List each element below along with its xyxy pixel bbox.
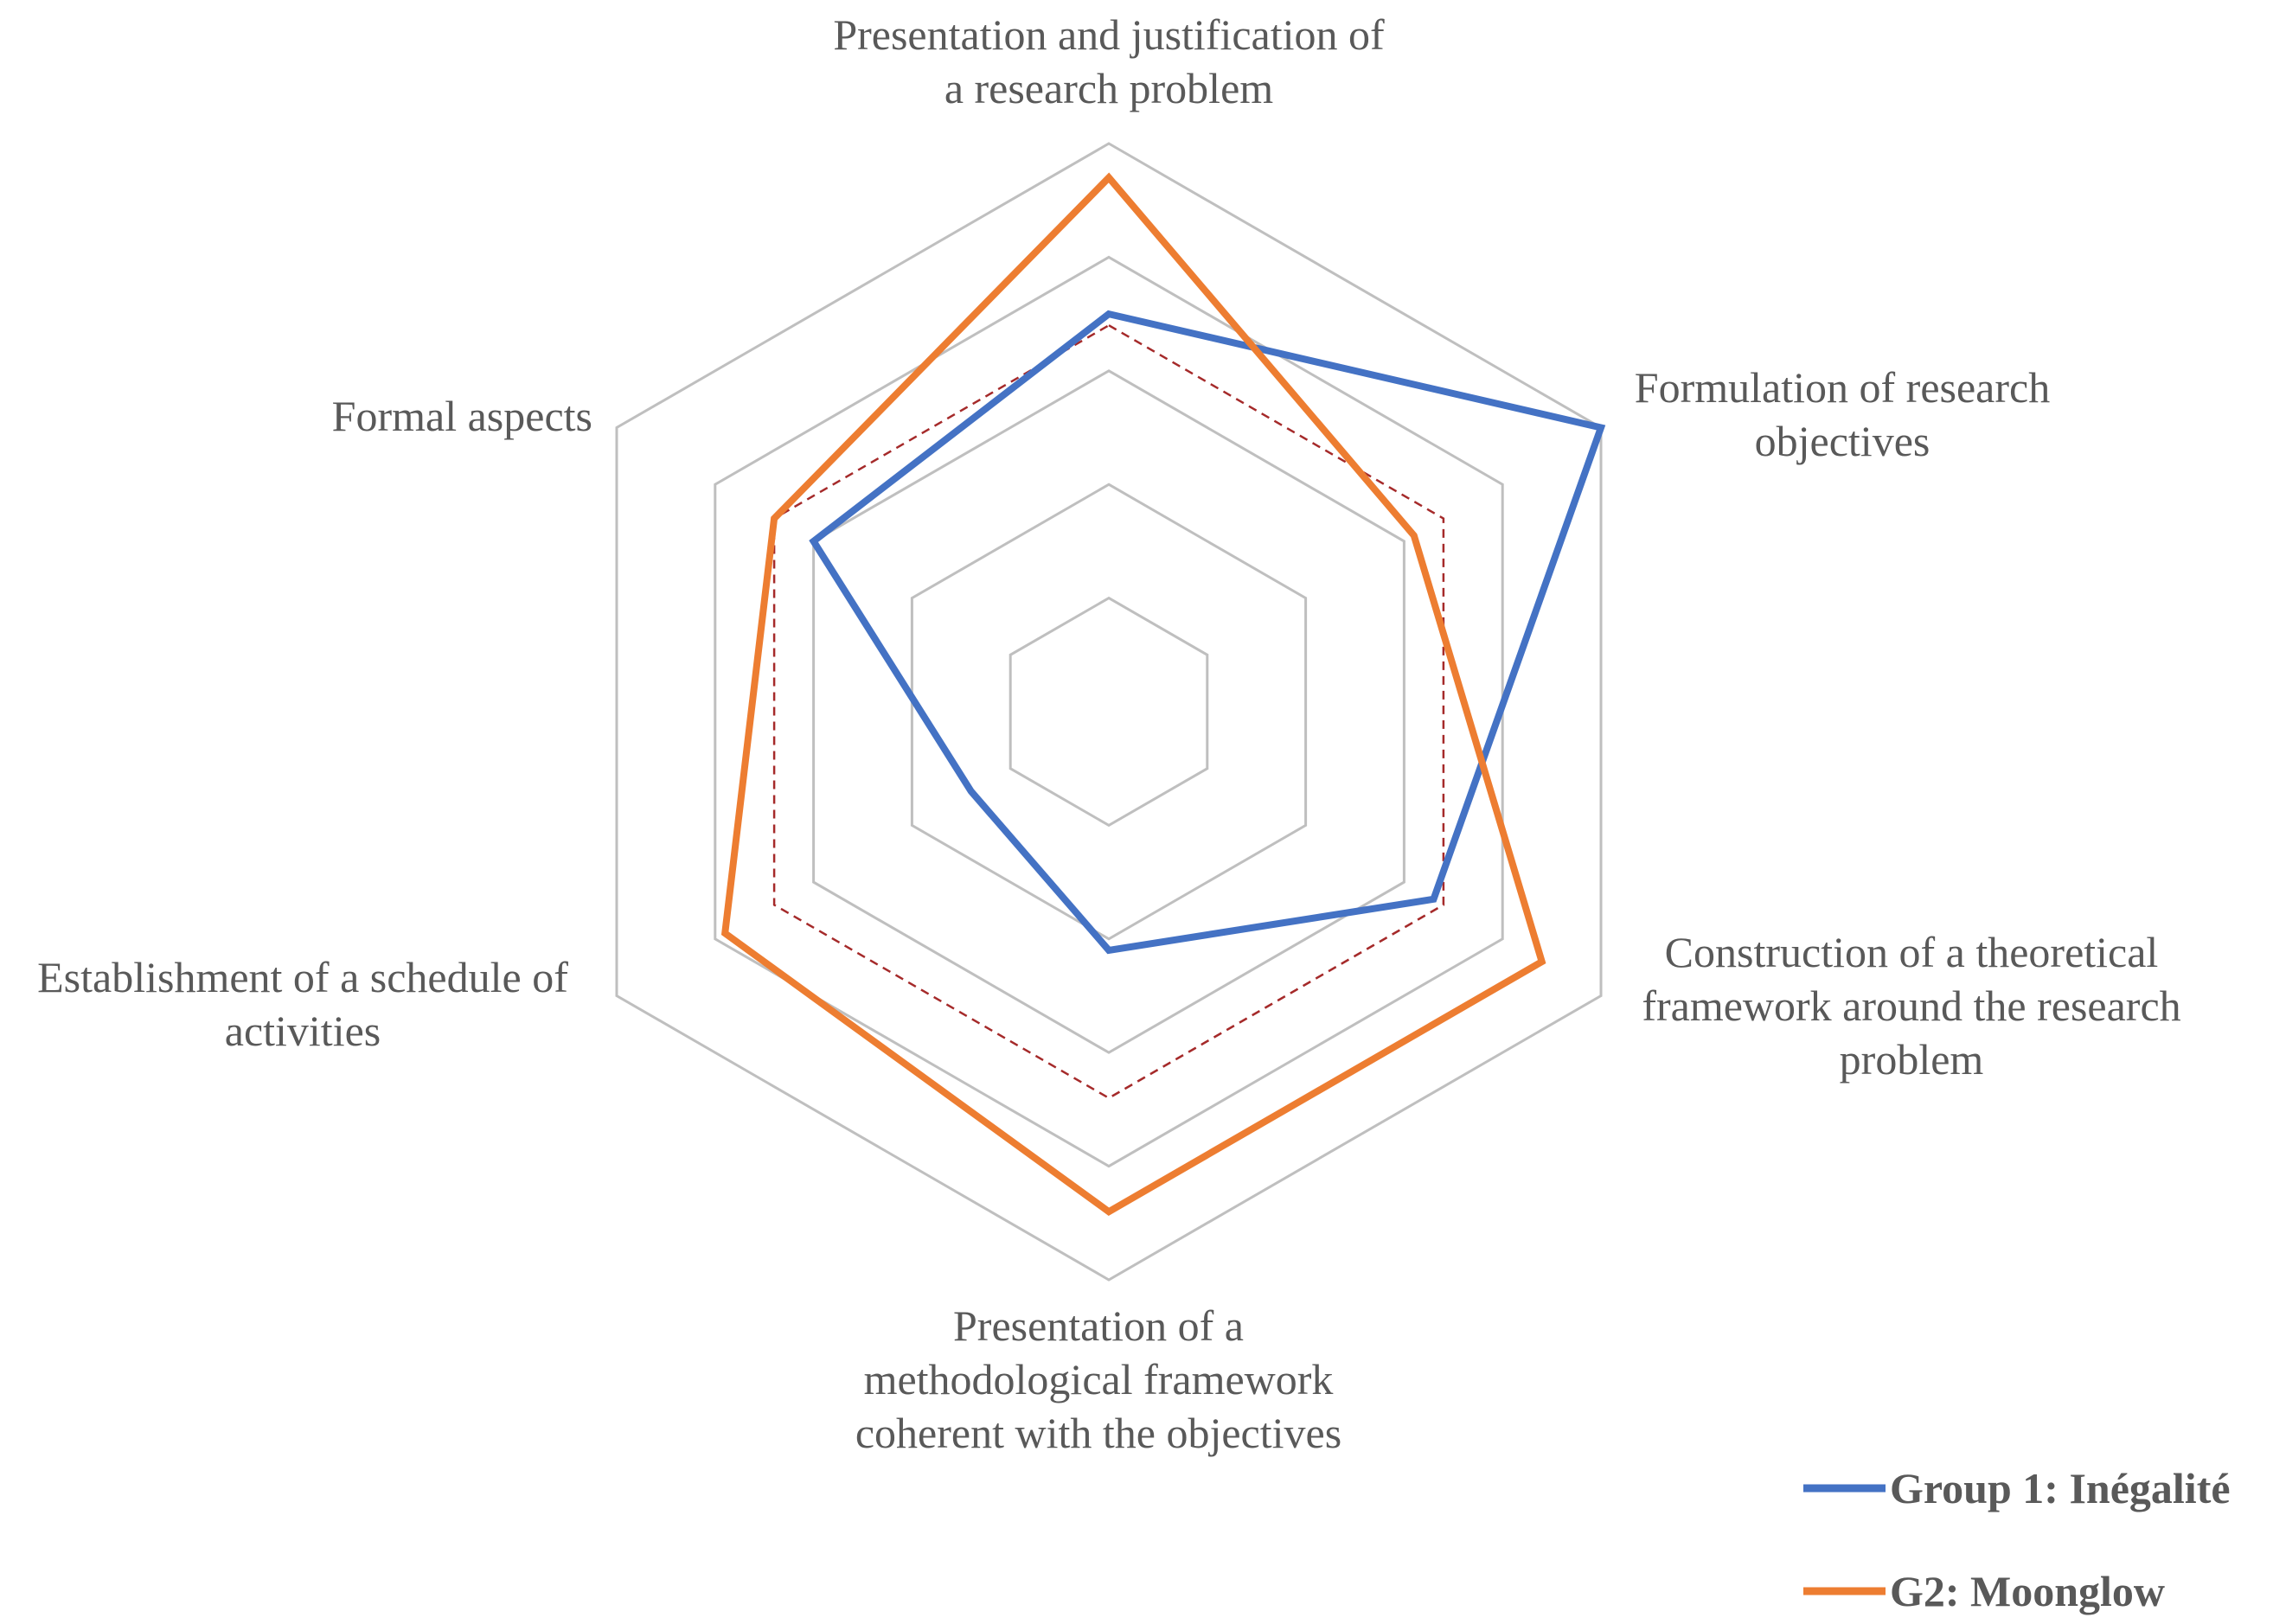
axis-label-1: Presentation and justification of a resea… xyxy=(833,10,1385,112)
series-line-1 xyxy=(809,310,1606,955)
axis-label-6-line-1: Formal aspects xyxy=(332,392,592,440)
axis-label-3: Construction of a theoretical framework a… xyxy=(1642,928,2180,1084)
axis-label-4-line-1: Presentation of a xyxy=(953,1301,1244,1350)
axis-label-3-line-3: problem xyxy=(1840,1035,1984,1084)
axis-label-2: Formulation of research objectives xyxy=(1635,363,2050,465)
reference-ring xyxy=(772,323,1445,1100)
series-line-2 xyxy=(720,172,1546,1216)
axis-labels: Presentation and justification of a resea… xyxy=(37,10,2181,1457)
axis-label-1-line-1: Presentation and justification of xyxy=(833,10,1385,59)
grid-ring-2 xyxy=(910,483,1308,941)
legend-label-1: Group 1: Inégalité xyxy=(1890,1464,2231,1512)
grid-ring-1 xyxy=(1008,596,1209,828)
reference-dashed-ring xyxy=(772,323,1445,1100)
legend-label-2: G2: Moonglow xyxy=(1890,1567,2165,1615)
axis-label-5-line-1: Establishment of a schedule of xyxy=(37,953,568,1001)
axis-label-5: Establishment of a schedule of activities xyxy=(37,953,568,1055)
axis-label-1-line-2: a research problem xyxy=(944,64,1273,112)
grid-ring-4 xyxy=(714,255,1504,1168)
axis-label-3-line-2: framework around the research xyxy=(1642,981,2180,1030)
axis-label-4-line-2: methodological framework xyxy=(864,1355,1334,1403)
axis-label-4: Presentation of a methodological framewor… xyxy=(855,1301,1341,1457)
axis-label-6: Formal aspects xyxy=(332,392,592,440)
axis-label-4-line-3: coherent with the objectives xyxy=(855,1409,1341,1457)
axis-label-2-line-2: objectives xyxy=(1755,417,1930,465)
axis-label-3-line-1: Construction of a theoretical xyxy=(1665,928,2159,976)
axis-label-2-line-1: Formulation of research xyxy=(1635,363,2050,412)
axis-label-5-line-2: activities xyxy=(225,1007,381,1055)
series-layer xyxy=(720,172,1606,1216)
